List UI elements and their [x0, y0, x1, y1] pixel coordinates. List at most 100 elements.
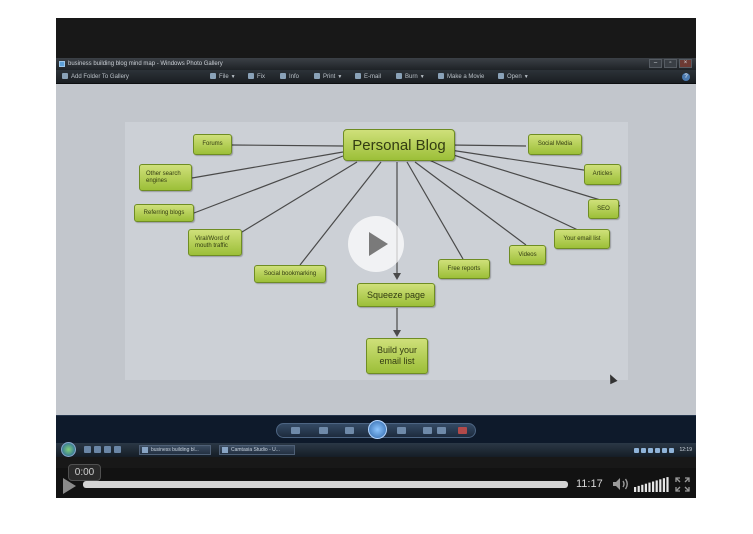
node-squeeze-page: Squeeze page: [357, 283, 435, 307]
big-play-button[interactable]: [348, 216, 404, 272]
windows-taskbar: business building bl... Camtasia Studio …: [56, 442, 696, 457]
connector-social-bookmarking: [299, 161, 382, 266]
rotate-right-icon[interactable]: [437, 427, 446, 434]
node-seo: SEO: [588, 199, 619, 219]
info-icon: [280, 73, 286, 79]
volume-bar[interactable]: [659, 479, 662, 492]
connector-forums: [231, 144, 344, 147]
video-frame[interactable]: business building blog mind map - Window…: [56, 18, 696, 468]
volume-bar[interactable]: [634, 487, 637, 492]
file-menu[interactable]: File▼: [210, 70, 236, 84]
folder-icon: [62, 73, 68, 79]
email-icon: [355, 73, 361, 79]
chevron-down-icon: ▼: [230, 74, 236, 80]
delete-icon[interactable]: [458, 427, 467, 434]
volume-bar[interactable]: [655, 480, 658, 492]
node-social-bookmarking: Social bookmarking: [254, 265, 326, 283]
tray-icon[interactable]: [641, 447, 647, 453]
node-forums: Forums: [193, 134, 232, 155]
photo-gallery-app-icon: [59, 61, 65, 67]
maximize-button[interactable]: ▫: [664, 59, 677, 68]
volume-level-bars[interactable]: [634, 476, 670, 492]
connector-search-engines: [191, 151, 344, 179]
tray-icon[interactable]: [648, 447, 654, 453]
tray-icon[interactable]: [662, 447, 668, 453]
quick-launch-icon[interactable]: [84, 446, 91, 453]
node-social-media: Social Media: [528, 134, 582, 155]
video-player[interactable]: business building blog mind map - Window…: [56, 18, 696, 498]
connector-referring-blogs: [193, 155, 344, 214]
gallery-controls: [276, 420, 476, 439]
node-articles: Articles: [584, 164, 621, 185]
taskbar-task-photo-gallery[interactable]: business building bl...: [139, 445, 211, 455]
fix-button[interactable]: Fix: [248, 70, 265, 84]
volume-bar[interactable]: [652, 481, 655, 493]
fix-icon: [248, 73, 254, 79]
taskbar-clock: 12:19: [679, 447, 692, 453]
email-button[interactable]: E-mail: [355, 70, 381, 84]
minimize-button[interactable]: –: [649, 59, 662, 68]
chevron-down-icon: ▼: [523, 74, 529, 80]
arrowhead-build-list: [393, 330, 401, 337]
close-button[interactable]: ×: [679, 59, 692, 68]
duration-label: 11:17: [576, 478, 603, 490]
volume-bar[interactable]: [637, 485, 640, 492]
tray-icon[interactable]: [634, 447, 640, 453]
node-your-email-list: Your email list: [554, 229, 610, 249]
window-title: business building blog mind map - Window…: [68, 61, 223, 67]
player-control-bar: 0:00 11:17: [56, 464, 696, 498]
taskbar-task-camtasia[interactable]: Camtasia Studio - U...: [219, 445, 295, 455]
rotate-left-icon[interactable]: [423, 427, 432, 434]
connector-seo: [449, 153, 621, 207]
node-build-email-list: Build your email list: [366, 338, 428, 374]
actual-size-icon[interactable]: [319, 427, 328, 434]
info-button[interactable]: Info: [280, 70, 299, 84]
node-word-of-mouth: Viral/Word of mouth traffic: [188, 229, 242, 256]
chevron-down-icon: ▼: [419, 74, 425, 80]
volume-bar[interactable]: [644, 483, 647, 492]
connector-free-reports: [406, 161, 464, 260]
mind-map-connectors: [191, 144, 621, 337]
help-icon[interactable]: ?: [682, 73, 690, 81]
photo-gallery-icon: [142, 447, 148, 453]
print-menu[interactable]: Print▼: [314, 70, 342, 84]
chevron-down-icon: ▼: [337, 74, 343, 80]
seek-bar[interactable]: [83, 481, 568, 488]
zoom-icon[interactable]: [291, 427, 300, 434]
open-icon: [498, 73, 504, 79]
fullscreen-icon[interactable]: [675, 477, 690, 492]
current-time-tooltip: 0:00: [68, 464, 101, 481]
play-button[interactable]: [63, 478, 76, 494]
add-folder-button[interactable]: Add Folder To Gallery: [62, 70, 129, 84]
node-other-search-engines: Other search engines: [139, 164, 192, 191]
volume-bar[interactable]: [666, 477, 669, 492]
quick-launch-icon[interactable]: [94, 446, 101, 453]
connector-social-media: [449, 144, 527, 147]
volume-bar[interactable]: [641, 484, 644, 492]
quick-launch-icon[interactable]: [114, 446, 121, 453]
open-menu[interactable]: Open▼: [498, 70, 529, 84]
tray-icon[interactable]: [655, 447, 661, 453]
camtasia-icon: [222, 447, 228, 453]
gallery-navigation-bar: [56, 415, 696, 443]
volume-bar[interactable]: [662, 478, 665, 492]
make-movie-button[interactable]: Make a Movie: [438, 70, 484, 84]
quick-launch-icon[interactable]: [104, 446, 111, 453]
printer-icon: [314, 73, 320, 79]
arrowhead-squeeze-page: [393, 273, 401, 280]
node-free-reports: Free reports: [438, 259, 490, 279]
gallery-toolbar: Add Folder To Gallery File▼ Fix Info Pri…: [56, 70, 696, 84]
node-referring-blogs: Referring blogs: [134, 204, 194, 222]
movie-icon: [438, 73, 444, 79]
next-icon[interactable]: [397, 427, 406, 434]
node-personal-blog: Personal Blog: [343, 129, 455, 161]
volume-bar[interactable]: [648, 482, 651, 492]
burn-menu[interactable]: Burn▼: [396, 70, 425, 84]
slideshow-button[interactable]: [368, 420, 387, 439]
volume-icon[interactable]: [612, 477, 631, 491]
previous-icon[interactable]: [345, 427, 354, 434]
file-icon: [210, 73, 216, 79]
tray-icon[interactable]: [669, 447, 675, 453]
window-title-bar: business building blog mind map - Window…: [56, 58, 696, 70]
start-button[interactable]: [61, 442, 76, 457]
